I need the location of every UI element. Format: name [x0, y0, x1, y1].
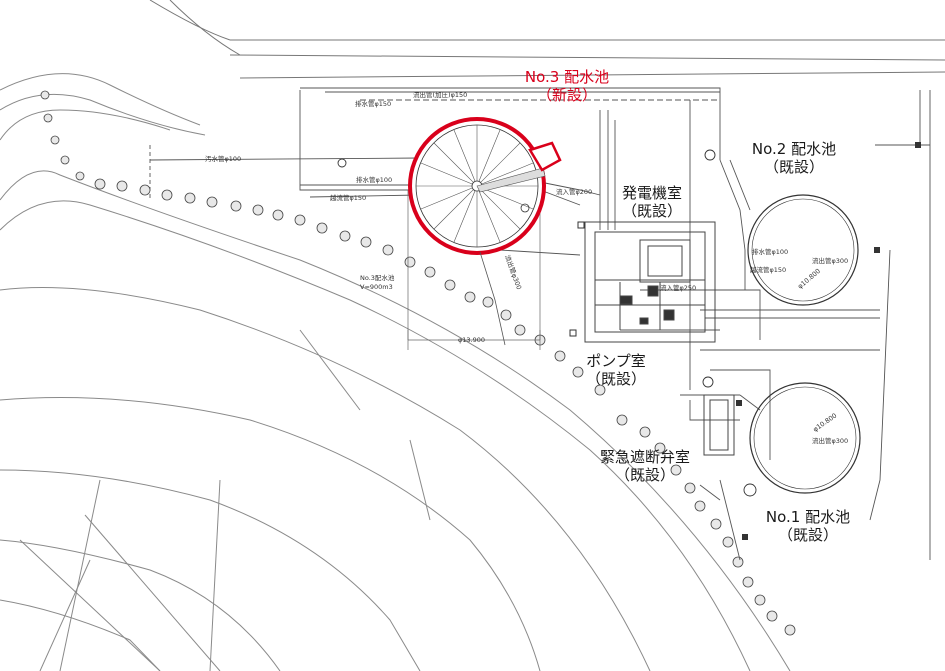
label-diameter-no3: φ13.900 — [458, 336, 485, 344]
no3-dimension-line — [407, 190, 541, 350]
no2-tank-shape — [747, 194, 859, 306]
label-outflow-300-right-2: 流出管φ300 — [812, 436, 848, 445]
label-inflow-pipe: 流入管φ200 — [556, 187, 592, 196]
label-overflow-pipe: 越流管φ150 — [330, 193, 366, 202]
pump-room-status: （既設） — [585, 370, 646, 388]
valve-room-name: 緊急遮断弁室 — [599, 448, 690, 466]
valve-room-status: （既設） — [614, 466, 675, 484]
generator-room-status: （既設） — [621, 202, 682, 220]
tree-row — [40, 90, 796, 636]
valve-room-structure — [703, 394, 735, 456]
label-tank-note-2: V=900m3 — [360, 283, 393, 291]
generator-room-name: 発電機室 — [621, 184, 682, 202]
no3-tank-shape — [408, 117, 562, 346]
label-outflow-vertical: 流出管φ300 — [503, 254, 524, 291]
label-no2-tank: No.2 配水池 （既設） — [734, 140, 854, 176]
no3-tank-status: （新設） — [536, 86, 597, 104]
no1-tank-name: No.1 配水池 — [765, 508, 851, 526]
label-drain-pipe: 排水管φ100 — [356, 175, 392, 184]
no1-tank-shape — [749, 382, 861, 494]
label-no3-tank: No.3 配水池 （新設） — [507, 68, 627, 104]
label-generator-room: 発電機室 （既設） — [602, 184, 702, 220]
no2-tank-status: （既設） — [763, 158, 824, 176]
no1-tank-status: （既設） — [777, 526, 838, 544]
no3-tank-name: No.3 配水池 — [524, 68, 610, 86]
label-inflow-250: 流入管φ250 — [660, 283, 696, 292]
top-road — [149, 0, 945, 79]
label-sewage-pipe: 汚水管φ100 — [205, 154, 241, 163]
label-no1-tank: No.1 配水池 （既設） — [748, 508, 868, 544]
label-outflow-300-right: 流出管φ300 — [812, 256, 848, 265]
label-drain-100-right: 排水管φ100 — [752, 247, 788, 256]
pump-room-name: ポンプ室 — [586, 352, 646, 370]
label-overflow-150-right: 越流管φ150 — [750, 265, 786, 274]
label-drain-top: 排水管φ150 — [355, 99, 391, 108]
label-outflow-top: 流出管(加圧)φ150 — [413, 90, 467, 99]
no2-tank-name: No.2 配水池 — [751, 140, 837, 158]
valve-circles — [337, 149, 757, 497]
label-diameter-no1: φ10.800 — [812, 412, 839, 434]
label-tank-note-1: No.3配水池 — [360, 273, 395, 282]
label-pump-room: ポンプ室 （既設） — [566, 352, 666, 388]
label-valve-room: 緊急遮断弁室 （既設） — [580, 448, 710, 484]
generator-pump-building — [584, 221, 716, 343]
road-curves — [0, 73, 791, 671]
label-diameter-no2: φ10.800 — [796, 267, 822, 291]
